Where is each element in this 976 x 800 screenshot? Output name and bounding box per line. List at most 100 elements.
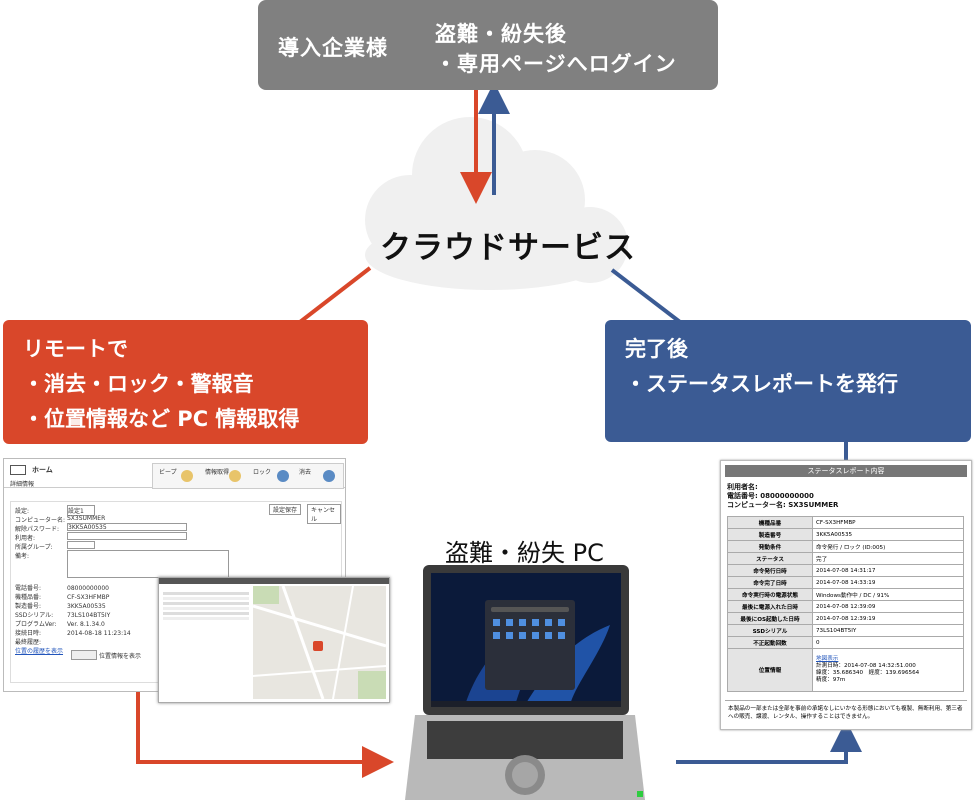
computer-name-value: SX3SUMMER xyxy=(67,515,106,522)
info-values: 08000000000 CF-SX3HFMBP 3KK5A00535 73LS1… xyxy=(67,584,131,638)
group-select[interactable] xyxy=(67,541,95,549)
info-label: 電話番号: xyxy=(15,585,42,592)
tab-erase[interactable]: 消去 xyxy=(299,469,312,476)
info-value: 3KK5A00535 xyxy=(67,603,106,610)
info-value: CF-SX3HFMBP xyxy=(67,594,110,601)
info-label: 最終履歴: xyxy=(15,639,42,646)
row-key: 最後にOS起動した日時 xyxy=(727,612,813,625)
laptop-icon xyxy=(10,465,26,475)
row-key: 命令実行時の電源状態 xyxy=(727,588,813,601)
row-value: CF-SX3HFMBP xyxy=(812,516,964,529)
arrow-red-pc xyxy=(136,688,394,778)
table-row: 発動条件命令発行 / ロック (ID:005) xyxy=(727,540,964,553)
remote-action-box: リモートで ・消去・ロック・警報音 ・位置情報など PC 情報取得 xyxy=(3,320,368,444)
action-tabs: ビープ 情報取得 ロック 消去 xyxy=(152,463,344,489)
row-key: 発動条件 xyxy=(727,540,813,553)
login-label-1: 盗難・紛失後 xyxy=(435,22,567,46)
field-label-group: 所属グループ: xyxy=(15,544,53,551)
map-link[interactable]: 地図表示 xyxy=(816,656,839,662)
show-map-label: 位置情報を表示 xyxy=(99,653,142,660)
detail-header: 詳細情報 xyxy=(10,481,35,488)
complete-line-2: ・ステータスレポートを発行 xyxy=(625,372,898,396)
history-link[interactable]: 位置の履歴を表示 xyxy=(15,648,64,655)
table-row: 位置情報 地図表示 計測日時：2014-07-08 14:32:51.000 緯… xyxy=(727,648,964,692)
field-label-setting: 設定: xyxy=(15,508,30,515)
location-line: 精度：97m xyxy=(816,677,846,683)
report-info: 利用者名: 電話番号: 08000000000 コンピューター名: SX3SUM… xyxy=(721,477,971,510)
client-label: 導入企業様 xyxy=(278,36,388,60)
beep-icon[interactable] xyxy=(181,470,193,482)
row-key: 命令発行日時 xyxy=(727,564,813,577)
row-value: 2014-07-08 12:39:19 xyxy=(812,612,964,625)
map-button[interactable] xyxy=(71,650,97,660)
detail-form: 設定保存 キャンセル 設定: 設定1 コンピューター名: SX3SUMMER 解… xyxy=(10,501,342,683)
tab-info[interactable]: 情報取得 xyxy=(205,469,230,476)
tab-beep[interactable]: ビープ xyxy=(159,469,177,476)
info-icon[interactable] xyxy=(229,470,241,482)
row-value: 0 xyxy=(812,636,964,649)
field-label-password: 解除パスワード: xyxy=(15,526,60,533)
row-key: 製造番号 xyxy=(727,528,813,541)
notes-textarea[interactable] xyxy=(67,550,229,578)
lock-icon[interactable] xyxy=(277,470,289,482)
field-label-computer: コンピューター名: xyxy=(15,517,66,524)
complete-line-1: 完了後 xyxy=(625,337,688,361)
cloud-service-label: クラウドサービス xyxy=(380,230,636,266)
info-label: 接続日時: xyxy=(15,630,42,637)
setting-select[interactable]: 設定1 xyxy=(67,505,95,516)
stolen-pc-label: 盗難・紛失 PC xyxy=(445,539,604,567)
cancel-button[interactable]: キャンセル xyxy=(307,504,341,524)
table-row: ステータス完了 xyxy=(727,552,964,565)
home-label: ホーム xyxy=(32,466,53,474)
client-company-box: 導入企業様 盗難・紛失後 ・専用ページへログイン xyxy=(258,0,718,90)
report-phone: 電話番号: 08000000000 xyxy=(727,492,814,500)
row-value: 命令発行 / ロック (ID:005) xyxy=(812,540,964,553)
login-label-2: ・専用ページへログイン xyxy=(435,52,677,76)
completion-box: 完了後 ・ステータスレポートを発行 xyxy=(605,320,971,442)
info-label: 機種品番: xyxy=(15,594,42,601)
map-screen xyxy=(158,577,390,703)
remote-line-3: ・位置情報など PC 情報取得 xyxy=(23,407,300,431)
row-key: 最後に電源入れた日時 xyxy=(727,600,813,613)
row-key: 位置情報 xyxy=(727,648,813,692)
report-user: 利用者名: xyxy=(727,483,758,491)
row-value: Windows動作中 / DC / 91% xyxy=(812,588,964,601)
row-value: 2014-07-08 14:33:19 xyxy=(812,576,964,589)
report-note: 本製品の一部または全部を事前の承諾なしにいかなる形態においても複製、無断利用、第… xyxy=(725,700,967,725)
row-key: 機種品番 xyxy=(727,516,813,529)
report-computer: コンピューター名: SX3SUMMER xyxy=(727,501,839,509)
cloud-shape xyxy=(365,117,628,290)
remote-line-1: リモートで xyxy=(23,337,128,361)
laptop-keyboard xyxy=(427,721,623,759)
location-line: 計測日時：2014-07-08 14:32:51.000 xyxy=(816,663,916,669)
save-settings-button[interactable]: 設定保存 xyxy=(269,504,302,515)
row-value: 73LS104BT5IY xyxy=(812,624,964,637)
status-report: ステータスレポート内容 利用者名: 電話番号: 08000000000 コンピュ… xyxy=(720,460,972,730)
info-value: Ver. 8.1.34.0 xyxy=(67,621,105,628)
map-titlebar xyxy=(159,578,389,584)
line-cloud-blue xyxy=(610,268,682,324)
info-value: 08000000000 xyxy=(67,585,109,592)
row-key: SSDシリアル xyxy=(727,624,813,637)
row-value: 完了 xyxy=(812,552,964,565)
start-menu xyxy=(485,600,575,690)
row-key: ステータス xyxy=(727,552,813,565)
password-input[interactable]: 3KK5A00535 xyxy=(67,523,187,531)
info-labels: 電話番号: 機種品番: 製造番号: SSDシリアル: プログラムVer: 接続日… xyxy=(15,584,63,656)
row-value: 3KK5A00535 xyxy=(812,528,964,541)
location-pin-icon xyxy=(313,641,323,651)
info-label: プログラムVer: xyxy=(15,621,57,628)
map-view[interactable] xyxy=(253,586,386,699)
line-cloud-red xyxy=(298,266,372,324)
user-input[interactable] xyxy=(67,532,187,540)
tab-lock[interactable]: ロック xyxy=(253,469,272,476)
erase-icon[interactable] xyxy=(323,470,335,482)
info-value: 2014-08-18 11:23:14 xyxy=(67,630,131,637)
arrow-blue-report xyxy=(676,720,862,764)
